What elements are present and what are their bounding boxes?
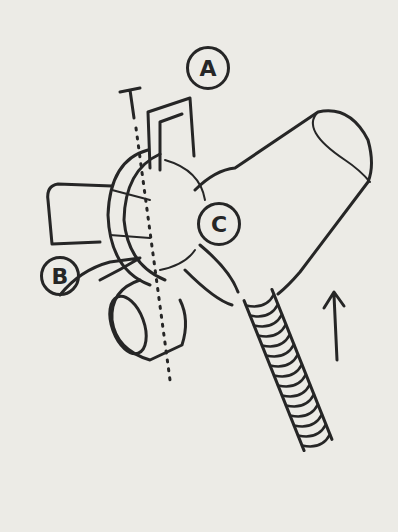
pipe-end (313, 112, 370, 182)
hose-ring (266, 344, 294, 356)
lower-pipe-end (103, 291, 154, 358)
hose-ring (254, 314, 282, 326)
flange (108, 150, 165, 285)
callout-circle: C (197, 202, 241, 246)
hose-ring (290, 404, 318, 416)
hose-ring (278, 374, 306, 386)
hose-ring (282, 384, 310, 396)
callout-letter: C (197, 202, 241, 246)
flow-arrow (324, 292, 344, 360)
flange-ring (160, 160, 205, 270)
left-pipe (48, 184, 112, 244)
bolt (120, 88, 140, 118)
flange-segments (110, 190, 150, 238)
hose-edge (244, 289, 332, 450)
hose-ring (262, 334, 290, 346)
hose-ring (258, 324, 286, 336)
hose-ring (298, 424, 326, 436)
hose-ring (274, 364, 302, 376)
hose-ring (270, 354, 298, 366)
callout-circle: A (186, 46, 230, 90)
elbow (185, 245, 238, 305)
callout-letter: B (40, 256, 80, 296)
hose-ring (250, 304, 278, 316)
corrugated-hose (244, 289, 332, 450)
hose-ring (302, 434, 330, 446)
hose-ring (294, 414, 322, 426)
bracket (148, 98, 194, 170)
hose-ring (246, 294, 274, 306)
callout-letter: A (186, 46, 230, 90)
hose-ring (286, 394, 314, 406)
callout-circle: B (40, 256, 80, 296)
